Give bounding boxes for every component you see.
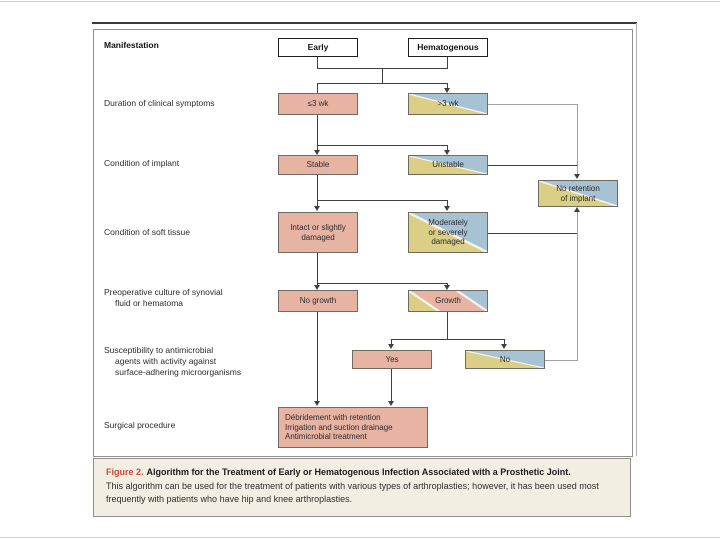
slide-bottom-edge — [0, 537, 720, 538]
node-stable: Stable — [278, 155, 358, 175]
connector-line — [504, 339, 505, 345]
connector-line — [391, 339, 392, 345]
node-intact: Intact or slightly damaged — [278, 212, 358, 253]
connector-line — [317, 283, 448, 284]
connector-line — [447, 200, 448, 207]
row-label-susceptibility: Susceptibility to antimicrobial agents w… — [104, 345, 242, 378]
connector-line — [447, 283, 448, 286]
connector-line — [545, 360, 578, 361]
node-unstable: Unstable — [408, 155, 488, 175]
connector-line — [382, 68, 383, 83]
connector-line — [447, 83, 448, 89]
node-no: No — [465, 350, 545, 369]
connector-line — [391, 369, 392, 402]
caption-figure-number: Figure 2. — [106, 467, 144, 477]
arrowhead — [314, 150, 320, 155]
node-no-retention: No retention of implant — [538, 180, 618, 207]
node-gt3wk: >3 wk — [408, 93, 488, 115]
arrowhead — [444, 150, 450, 155]
caption-title-text: Algorithm for the Treatment of Early or … — [146, 467, 571, 477]
arrowhead — [501, 344, 507, 349]
connector-line — [317, 145, 318, 151]
connector-line — [317, 175, 318, 200]
connector-line — [391, 339, 505, 340]
connector-line — [488, 165, 578, 166]
arrowhead — [314, 206, 320, 211]
arrowhead — [574, 207, 580, 212]
arrowhead — [314, 401, 320, 406]
arrowhead — [388, 344, 394, 349]
figure-top-rule — [92, 22, 637, 24]
arrowhead — [444, 88, 450, 93]
arrowhead — [444, 206, 450, 211]
connector-line — [317, 312, 318, 402]
connector-line — [447, 57, 448, 68]
connector-line — [317, 283, 318, 286]
connector-line — [317, 83, 448, 84]
row-label-implant: Condition of implant — [104, 158, 180, 168]
connector-line — [317, 253, 318, 283]
node-no-growth: No growth — [278, 290, 358, 312]
slide-top-edge — [0, 1, 720, 2]
connector-line — [447, 145, 448, 151]
node-early: Early — [278, 38, 358, 57]
figure-outer-right-line — [636, 23, 637, 456]
node-damaged: Moderately or severely damaged — [408, 212, 488, 253]
connector-line — [317, 57, 318, 68]
connector-line — [317, 145, 448, 146]
node-growth: Growth — [408, 290, 488, 312]
caption-body: This algorithm can be used for the treat… — [106, 481, 599, 505]
arrowhead — [388, 401, 394, 406]
connector-line — [317, 83, 318, 93]
row-label-manifestation: Manifestation — [104, 40, 159, 50]
caption-title: Figure 2.Algorithm for the Treatment of … — [106, 466, 618, 479]
figure-caption: Figure 2.Algorithm for the Treatment of … — [93, 458, 631, 517]
connector-line — [577, 212, 578, 360]
node-hematogenous: Hematogenous — [408, 38, 488, 57]
connector-line — [488, 104, 578, 105]
arrowhead — [444, 285, 450, 290]
connector-line — [317, 200, 318, 207]
connector-line — [488, 233, 578, 234]
row-label-culture: Preoperative culture of synovial fluid o… — [104, 287, 223, 309]
row-label-duration: Duration of clinical symptoms — [104, 98, 215, 108]
row-label-soft-tissue: Condition of soft tissue — [104, 227, 190, 237]
node-yes: Yes — [352, 350, 432, 369]
connector-line — [317, 115, 318, 145]
figure-frame — [93, 29, 633, 457]
node-treatment: Débridement with retention Irrigation an… — [278, 407, 428, 448]
connector-line — [317, 200, 448, 201]
arrowhead — [314, 285, 320, 290]
arrowhead — [574, 174, 580, 179]
connector-line — [577, 104, 578, 174]
connector-line — [447, 312, 448, 339]
node-le3wk: ≤3 wk — [278, 93, 358, 115]
row-label-surgical: Surgical procedure — [104, 420, 176, 430]
